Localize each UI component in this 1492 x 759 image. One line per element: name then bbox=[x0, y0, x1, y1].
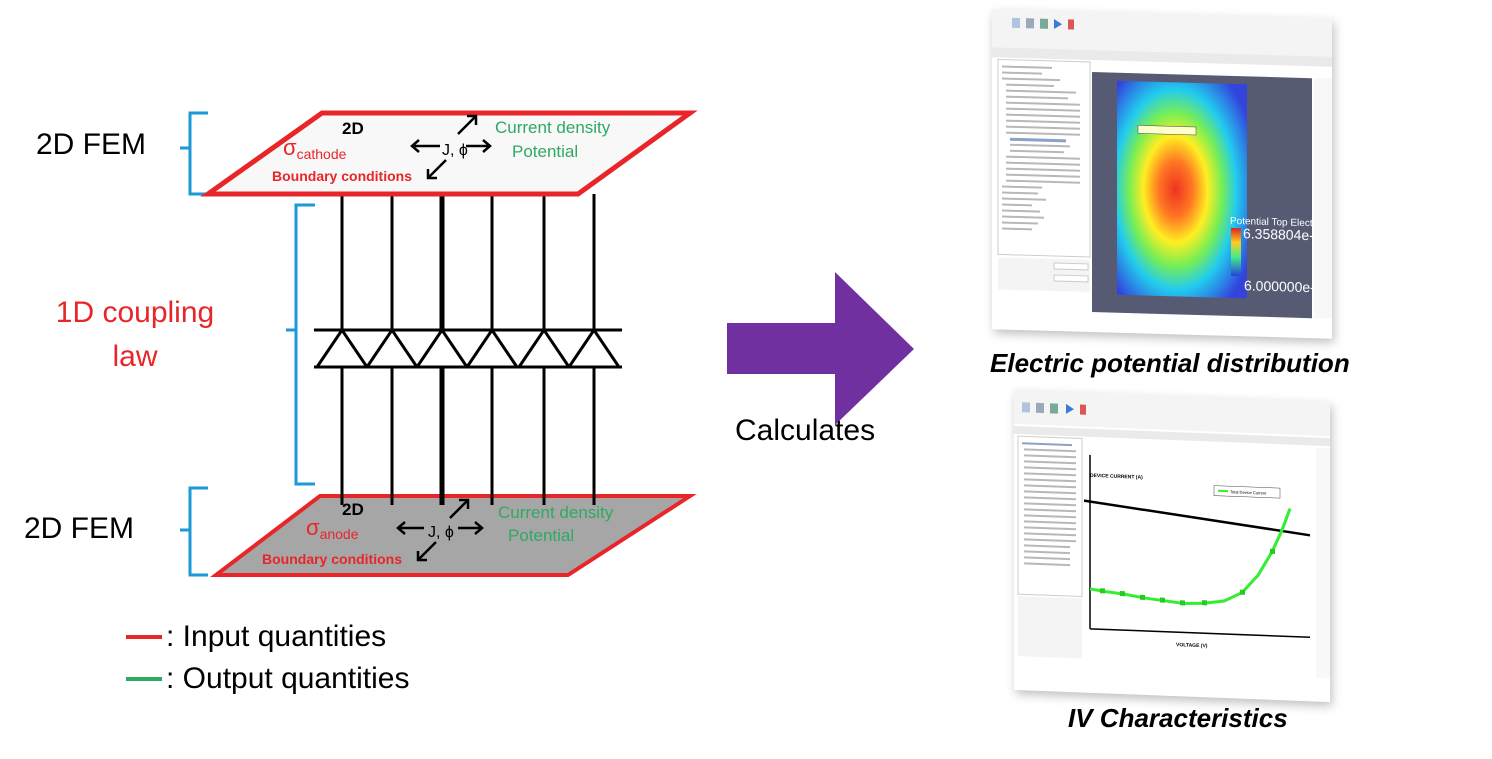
legend-input-label: : Input quantities bbox=[166, 620, 387, 653]
iv-ylabel: DEVICE CURRENT (A) bbox=[1090, 473, 1143, 481]
iv-tree-lines bbox=[1022, 442, 1076, 567]
coupling-diagram: 2D σcathode J, ϕ Current density Potenti… bbox=[180, 110, 914, 577]
iv-caption: IV Characteristics bbox=[1068, 703, 1288, 733]
bottom-plane-dim: 2D bbox=[342, 500, 364, 519]
legend: : Input quantities : Output quantities bbox=[126, 620, 410, 696]
bottom-plane-output-line1: Current density bbox=[498, 503, 614, 522]
top-plane-output-line2: Potential bbox=[512, 142, 578, 161]
potential-screenshot-svg: Potential Top Electrode 6.358804e-01 6.0… bbox=[992, 9, 1333, 319]
anode-plane bbox=[210, 494, 697, 577]
input-swatch bbox=[126, 635, 162, 639]
legend-input: : Input quantities bbox=[126, 620, 410, 654]
colorbar-max: 6.358804e-01 bbox=[1243, 225, 1330, 243]
calculates-arrow bbox=[727, 272, 914, 425]
cathode-plane bbox=[200, 110, 698, 197]
iv-screenshot: DEVICE CURRENT (A) VOLTAGE (V) Total Dev… bbox=[1014, 389, 1330, 703]
bottom-fem-bracket bbox=[180, 486, 208, 577]
colorbar-min: 6.000000e-01 bbox=[1244, 277, 1331, 295]
top-fem-label: 2D FEM bbox=[36, 128, 147, 161]
tree-lines bbox=[1002, 65, 1080, 231]
potential-field bbox=[1117, 80, 1247, 299]
top-plane-dim: 2D bbox=[342, 119, 364, 138]
iv-points bbox=[1100, 548, 1275, 606]
potential-screenshot: Potential Top Electrode 6.358804e-01 6.0… bbox=[992, 9, 1333, 339]
iv-xlabel: VOLTAGE (V) bbox=[1176, 642, 1208, 649]
coupling-bracket bbox=[286, 203, 315, 486]
top-plane-arrows-label: J, ϕ bbox=[442, 142, 468, 159]
bottom-plane-output-line2: Potential bbox=[508, 526, 574, 545]
bottom-plane-arrows-label: J, ϕ bbox=[428, 524, 454, 541]
colorbar-title: Potential Top Electrode bbox=[1230, 216, 1332, 230]
coupling-law-line1: 1D coupling bbox=[55, 296, 215, 329]
top-plane-arrows bbox=[410, 114, 492, 180]
calculates-label: Calculates bbox=[735, 414, 876, 447]
legend-output-label: : Output quantities bbox=[166, 662, 410, 695]
bottom-plane-sigma: σanode bbox=[306, 515, 359, 542]
iv-toolbar-icons bbox=[1022, 402, 1086, 415]
coupling-law-line2: law bbox=[112, 340, 158, 373]
iv-screenshot-svg: DEVICE CURRENT (A) VOLTAGE (V) Total Dev… bbox=[1014, 389, 1330, 679]
iv-plot-area bbox=[1084, 438, 1314, 678]
top-plane-output-line1: Current density bbox=[495, 118, 611, 137]
potential-caption: Electric potential distribution bbox=[990, 348, 1350, 378]
coupling-law-label: 1D coupling law bbox=[30, 291, 240, 379]
iv-legend: Total Device Current bbox=[1230, 489, 1267, 495]
output-swatch bbox=[126, 677, 162, 681]
diode-row bbox=[314, 327, 622, 369]
top-fem-bracket bbox=[180, 111, 208, 196]
top-plane-sigma: σcathode bbox=[283, 135, 347, 162]
bottom-plane-arrows bbox=[396, 498, 484, 562]
bottom-plane-boundary: Boundary conditions bbox=[262, 551, 402, 567]
legend-output: : Output quantities bbox=[126, 662, 410, 696]
colorbar bbox=[1231, 227, 1241, 277]
load-line bbox=[1083, 499, 1311, 537]
toolbar-icons bbox=[1012, 17, 1074, 30]
top-plane-boundary: Boundary conditions bbox=[272, 168, 412, 184]
bottom-fem-label: 2D FEM bbox=[24, 512, 135, 545]
